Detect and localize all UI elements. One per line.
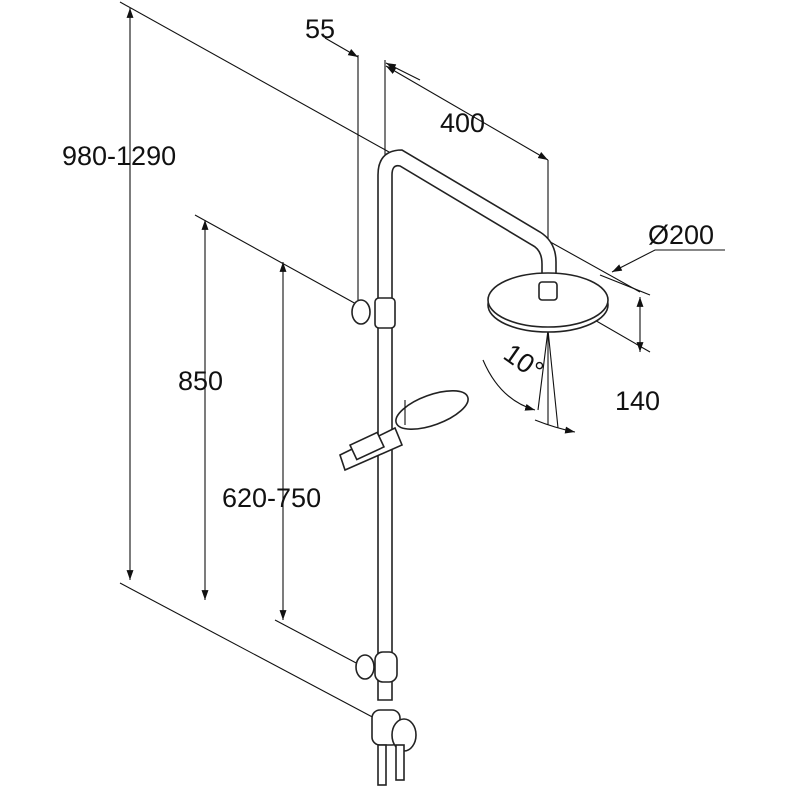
tilt-angle-arc <box>482 359 536 411</box>
arm-length-label: 400 <box>440 108 485 138</box>
diameter-leader <box>611 249 725 273</box>
rail-offset-label: 55 <box>305 14 335 44</box>
extension-lines <box>119 1 651 721</box>
bracket-height-label: 850 <box>178 366 223 396</box>
head-diameter-label: Ø200 <box>648 220 714 250</box>
rail-offset-dimension <box>324 37 359 58</box>
total-height-label: 980-1290 <box>62 141 176 171</box>
wall-bracket-top <box>351 299 371 325</box>
mixer-valve <box>355 651 417 786</box>
arm-length-dimension <box>385 65 549 161</box>
hand-shower <box>339 390 469 472</box>
slider-range-label: 620-750 <box>222 483 321 513</box>
overhead-shower-head <box>487 272 609 333</box>
top-bracket-clamp <box>374 297 396 329</box>
head-drop-label: 140 <box>615 386 660 416</box>
rail-offset-dimension-2 <box>385 62 421 81</box>
shower-rail <box>351 149 557 701</box>
